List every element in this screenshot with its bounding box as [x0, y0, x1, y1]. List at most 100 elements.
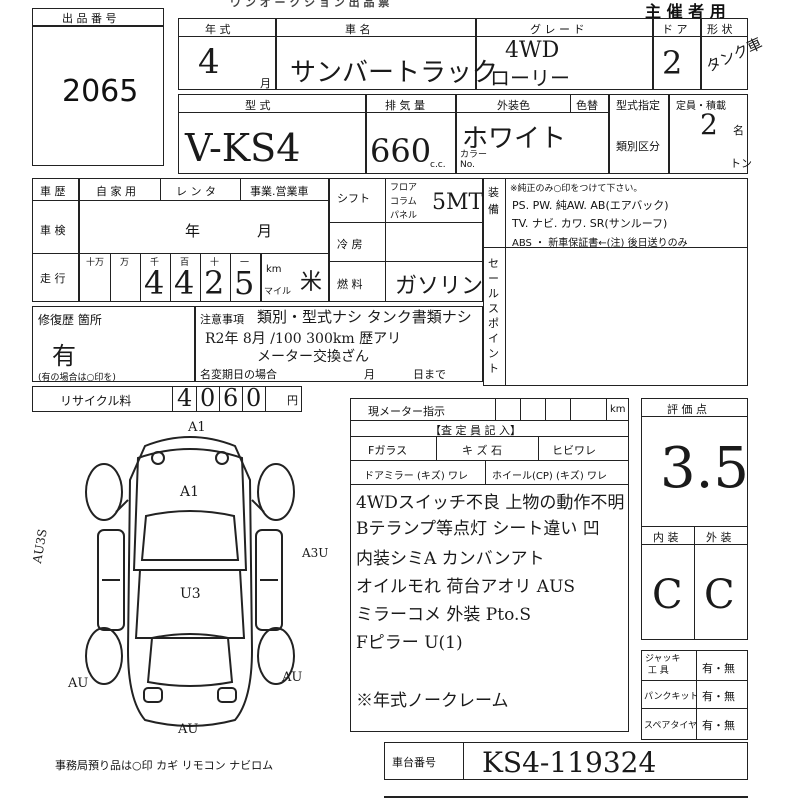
equipment-note: ※純正のみ○印をつけて下さい。 [510, 184, 643, 194]
office-note: 事務局預り品は○印 カギ リモコン ナビロム [55, 759, 274, 772]
cab-outline [132, 448, 248, 571]
inspection-month-unit: 月 [257, 222, 273, 240]
digit-label: 百 [180, 258, 190, 268]
color-label: 外装色 [497, 99, 530, 112]
notes-block [195, 306, 483, 382]
history-block [32, 178, 329, 302]
glass-label: Fガラス [368, 444, 408, 457]
wheel-rear-left [85, 627, 123, 685]
shift-value: 5MT [432, 190, 484, 215]
inspector-comment: ※年式ノークレーム [356, 691, 509, 711]
score-value: 3.5 [660, 436, 750, 501]
year-month-unit: 月 [260, 77, 271, 90]
recycle-digit: 0 [246, 384, 262, 412]
capacity-unit: 名 [733, 124, 744, 137]
notes-label: 注意事項 [200, 313, 244, 326]
fuel-value: ガソリン [395, 274, 484, 299]
damage-mark: A1 [180, 484, 200, 500]
displacement-value: 660 [370, 132, 432, 170]
organizer-label: 主 催 者 用 [645, 2, 726, 21]
equipment-block [483, 178, 748, 386]
recycle-digit: 4 [177, 384, 193, 412]
digit-label: 十万 [86, 258, 105, 268]
recycle-label: リサイクル料 [60, 394, 132, 408]
digit-label: 万 [120, 258, 130, 268]
inspector-comment: オイルモれ 荷台アオリ AUS [356, 577, 576, 597]
exterior-value: C [704, 572, 735, 618]
business-label: 事業.営業車 [250, 185, 309, 198]
deadline-month: 月 [364, 368, 375, 381]
equipment-label: 装 備 [488, 186, 499, 216]
equipment-line-3: ABS ・ 新車保証書←(注) 後日送りのみ [512, 238, 688, 249]
color-value: ホワイト [462, 124, 567, 154]
year-value: 4 [198, 42, 220, 82]
body-label: 形 状 [707, 23, 733, 36]
repair-value: 有 [52, 342, 76, 370]
wheel-front-left [85, 463, 123, 521]
deadline-day: 日まで [413, 368, 446, 381]
mileage-digit: 5 [234, 264, 255, 302]
door-left [97, 529, 125, 631]
damage-mark: U3 [180, 586, 201, 602]
exterior-label: 外 装 [706, 531, 732, 544]
km-label: km [266, 264, 282, 275]
mileage-label: 走 行 [40, 272, 66, 285]
sales-point-label: セールスポイント [488, 257, 499, 375]
inspector-comment: Fピラー U(1) [356, 633, 463, 653]
mileage-digit: 4 [144, 264, 165, 302]
chassis-value: KS4-119324 [482, 746, 657, 779]
inspector-entry-title: 【査 定 員 記 入】 [430, 424, 521, 437]
inspector-comment: Bテランプ等点灯 シート違い 凹 [356, 519, 600, 539]
grade-line-2: ローリー [490, 66, 570, 90]
spare-label: スペアタイヤ [644, 721, 698, 731]
interior-label: 内 装 [653, 531, 679, 544]
equipment-line-2: TV. ナビ. カワ. SR(サンルーフ) [512, 217, 668, 230]
rental-label: レ ン タ [176, 185, 216, 198]
model-designation-label: 型式指定 [616, 99, 660, 112]
door-right [255, 529, 283, 631]
vehicle-diagram [85, 436, 295, 727]
mirror-label: ドアミラー (キズ) ワレ [364, 471, 468, 482]
puncture-yes-no: 有・無 [702, 690, 735, 703]
lot-number-box [32, 8, 164, 166]
shift-option-floor: フロア [390, 183, 418, 193]
displacement-label: 排 気 量 [385, 99, 425, 112]
meter-label: 現メーター指示 [368, 405, 445, 418]
chassis-block [384, 742, 748, 780]
digit-label: 十 [210, 258, 220, 268]
inspector-block [350, 398, 629, 732]
grade-label: グ レ ー ド [530, 23, 585, 36]
meter-km-unit: km [610, 404, 626, 415]
mileage-digits: 十万 万 千 百 十 一 4 4 2 5 [80, 254, 262, 302]
recycle-digit: 0 [200, 384, 216, 412]
jack-label: ジャッキ 工 具 [645, 654, 681, 676]
capacity-value: 2 [700, 108, 718, 141]
notes-line-3: メーター交換ざん [257, 349, 369, 365]
digit-label: 千 [150, 258, 160, 268]
shift-block [329, 178, 483, 302]
damage-mark: AU [178, 722, 199, 737]
digit-label: 一 [240, 258, 250, 268]
color-change-label: 色替 [576, 99, 598, 112]
shift-option-panel: パネル [390, 211, 418, 221]
ton-unit: トン [730, 157, 752, 170]
auction-name: ワ ン オ ー ク シ ョ ン 出 品 票 [230, 0, 390, 9]
grade-line-1: 4WD [505, 38, 560, 63]
repair-block [32, 306, 195, 382]
lot-number-label: 出 品 番 号 [62, 12, 117, 25]
glass-options: キ ズ 石 [462, 444, 502, 457]
doors-label: ド ア [662, 23, 688, 36]
puncture-label: パンクキット [644, 692, 699, 702]
name-label: 車 名 [345, 23, 371, 36]
model-value: V-KS4 [185, 126, 301, 170]
mileage-digit: 2 [204, 264, 225, 302]
recycle-block [32, 386, 302, 412]
cc-unit: c.c. [430, 160, 446, 170]
notes-line-2: R2年 8月 /100 300km 歴アリ [205, 331, 402, 347]
history-label: 車 歴 [40, 185, 66, 198]
doors-value: 2 [662, 44, 683, 82]
damage-mark: AU [68, 676, 89, 691]
car-name-value: サンバートラック [290, 58, 499, 88]
inspector-comment: ミラーコメ 外装 Pto.S [356, 605, 532, 625]
inspection-year-unit: 年 [185, 222, 201, 240]
